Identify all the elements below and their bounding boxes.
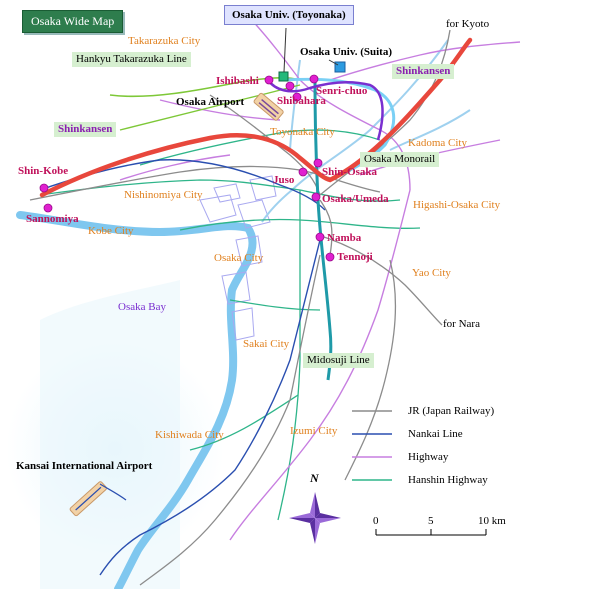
univ-suita-marker [334,61,346,73]
station-shin-osaka [313,158,323,168]
hanshin-highway [39,129,421,521]
station-umeda [311,192,321,202]
label-shibahara: Shibahara [277,95,326,107]
station-tennoji [325,252,335,262]
label-shinkansen-east: Shinkansen [392,64,455,79]
kansai-bridge [99,483,127,501]
label-namba: Namba [327,232,362,244]
univ-suita-pointer [328,59,339,66]
label-yao-city: Yao City [412,267,451,279]
scale-bar [375,529,487,536]
legend-swatches [352,410,392,481]
label-for-kyoto: for Kyoto [446,18,490,30]
label-kadoma-city: Kadoma City [408,137,467,149]
harbor-outlines [199,175,277,341]
station-juso [298,167,308,177]
label-shin-osaka: Shin-Osaka [322,166,378,178]
label-osaka-airport: Osaka Airport [176,96,245,108]
station-namba [315,232,325,242]
univ-toyonaka-marker [278,71,289,82]
scale-tick-10: 10 km [478,515,506,527]
legend-nankai: Nankai Line [408,428,463,440]
legend-highway: Highway [408,451,449,463]
university-route [266,79,384,141]
label-osaka-univ-suita: Osaka Univ. (Suita) [300,46,392,58]
map-title: Osaka Wide Map [22,10,124,33]
label-higashi-osaka-city: Higashi-Osaka City [413,199,501,211]
station-shibahara [292,92,302,102]
station-sannomiya [43,203,53,213]
label-ishibashi: Ishibashi [216,75,259,87]
label-juso: Juso [273,174,295,186]
osaka-univ-toyonaka-label: Osaka Univ. (Toyonaka) [224,5,354,25]
label-kishiwada-city: Kishiwada City [155,429,224,441]
station-ishibashi [264,75,274,85]
scale-tick-5: 5 [428,515,434,527]
compass-north-label: N [310,471,319,485]
rivers [261,39,471,223]
label-midosuji-line: Midosuji Line [303,353,374,368]
station-senri-chuo-west [285,81,295,91]
legend-hanshin-highway: Hanshin Highway [408,474,488,486]
stations [39,74,335,262]
label-shinkansen-west: Shinkansen [54,122,117,137]
kansai-airport-runway [69,481,107,517]
label-takarazuka: Takarazuka City [128,35,201,47]
hankyu-branch [119,84,301,131]
label-sakai-city: Sakai City [243,338,290,350]
univ-toyonaka-pointer [283,27,287,73]
label-hankyu-line: Hankyu Takarazuka Line [72,52,191,67]
label-osaka-monorail: Osaka Monorail [360,152,440,167]
label-sannomiya: Sannomiya [26,213,79,225]
shinkansen-line [39,37,473,198]
station-shin-kobe [39,183,49,193]
label-kobe-city: Kobe City [88,225,134,237]
label-toyonaka-city: Toyonaka City [270,126,335,138]
label-senri-chuo: Senri-chuo [316,85,368,97]
scale-tick-0: 0 [373,515,379,527]
highway [119,17,521,541]
label-izumi-city: Izumi City [290,425,338,437]
label-osaka-umeda: Osaka/Umeda [322,193,389,205]
label-osaka-bay: Osaka Bay [118,301,166,313]
midosuji-line [313,81,333,381]
compass-icon [289,492,341,544]
label-kansai-airport: Kansai International Airport [16,460,153,472]
label-for-nara: for Nara [443,318,480,330]
label-osaka-city: Osaka City [214,252,264,264]
legend-jr: JR (Japan Railway) [408,405,495,417]
station-senri-chuo [309,74,319,84]
label-tennoji: Tennoji [337,251,373,263]
osaka-airport-runway [253,92,284,121]
coastline-north [19,213,249,234]
label-nishinomiya-city: Nishinomiya City [124,189,203,201]
label-shin-kobe: Shin-Kobe [18,165,69,177]
